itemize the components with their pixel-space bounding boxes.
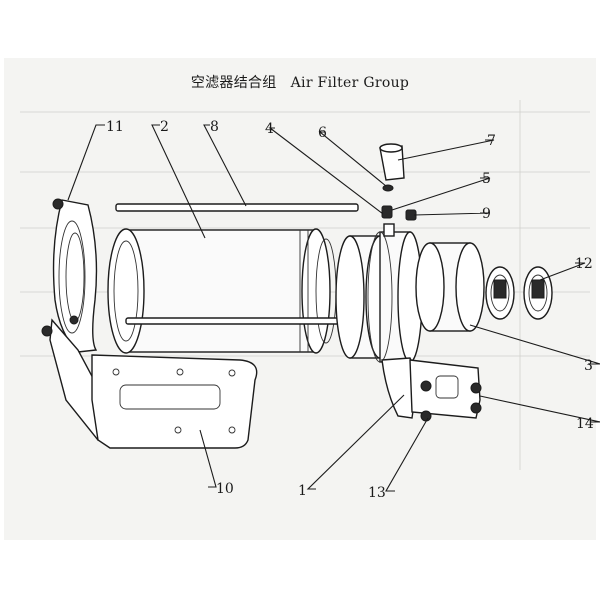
callout-9: 9 <box>482 206 491 222</box>
diagram-title: 空滤器结合组 Air Filter Group <box>0 72 600 92</box>
callout-11: 11 <box>106 119 124 135</box>
callout-5: 5 <box>482 171 491 187</box>
title-chinese: 空滤器结合组 <box>190 75 277 91</box>
part-1-rear-cover <box>367 223 423 419</box>
callout-12: 12 <box>575 256 593 272</box>
callout-7: 7 <box>487 133 496 149</box>
part-14-rear-flange <box>409 359 482 422</box>
callout-8: 8 <box>210 119 219 135</box>
part-5-fitting <box>381 205 393 219</box>
part-2-filter-housing <box>107 228 337 354</box>
callout-14: 14 <box>576 416 594 432</box>
part-10-mounting-plate <box>91 354 258 449</box>
callout-labels: 11 2 8 4 6 7 5 9 12 3 14 10 1 13 <box>106 119 594 501</box>
title-english: Air Filter Group <box>290 75 410 91</box>
callout-10: 10 <box>216 481 234 497</box>
callout-6: 6 <box>318 125 327 141</box>
part-12-hose-clamps <box>485 266 553 320</box>
leader-lines <box>67 124 600 492</box>
callout-1: 1 <box>298 483 307 499</box>
part-6-gasket <box>382 184 394 192</box>
callout-13: 13 <box>368 485 386 501</box>
part-7-indicator-cap <box>379 143 405 181</box>
part-3-outlet-sleeve <box>415 242 485 332</box>
callout-2: 2 <box>160 119 169 135</box>
callout-4: 4 <box>265 121 274 137</box>
part-11-end-bracket <box>41 198 113 441</box>
callout-3: 3 <box>584 358 593 374</box>
